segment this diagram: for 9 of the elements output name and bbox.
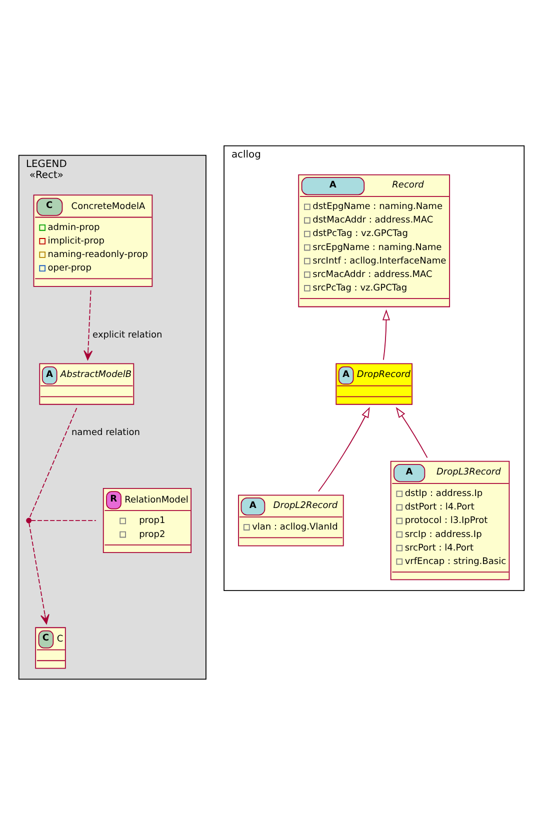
arrow [396,406,428,458]
arrow [84,289,93,360]
edge-label: named relation [71,428,140,438]
arrow [28,522,50,624]
node-circle [26,517,32,523]
arrow [382,308,390,360]
arrow [318,406,370,492]
edge-label: explicit relation [92,330,162,340]
connector [29,407,78,518]
